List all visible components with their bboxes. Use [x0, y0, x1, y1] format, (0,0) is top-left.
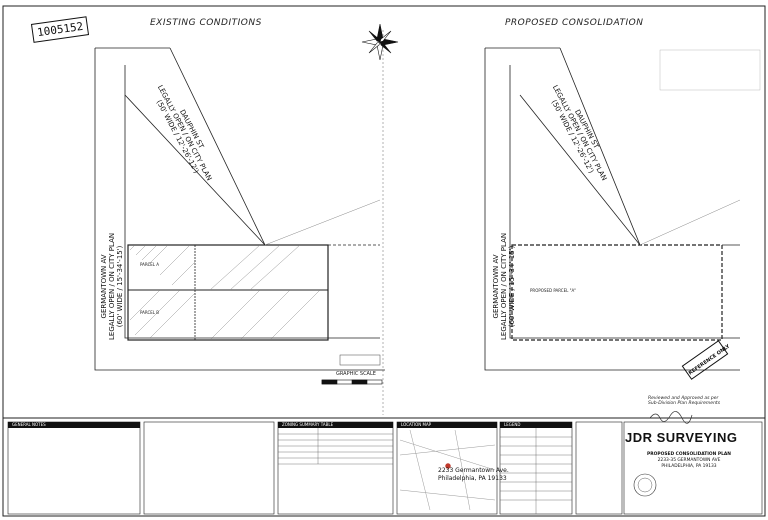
graphic-scale-bar	[321, 379, 383, 385]
location-map-title: LOCATION MAP	[401, 422, 432, 427]
graphic-scale-label: GRAPHIC SCALE	[336, 371, 376, 377]
proposed-consolidation-title: PROPOSED CONSOLIDATION	[505, 18, 644, 28]
germantown-street-label-left: GERMANTOWN AV LEGALLY OPEN / ON CITY PLA…	[100, 232, 124, 340]
zoning-table-title: ZONING SUMMARY TABLE	[282, 422, 334, 427]
approval-note: Reviewed and Approved as per Sub-Divisio…	[648, 396, 721, 406]
proposed-parcel-label: PROPOSED PARCEL "A"	[530, 288, 577, 293]
firm-logo: JDR SURVEYING	[625, 430, 738, 445]
parcel-b-label: PARCEL B	[140, 310, 160, 315]
site-address: 2233 Germantown Ave. Philadelphia, PA 19…	[438, 467, 509, 482]
legend-title: LEGEND	[504, 422, 521, 427]
proposed-plan	[484, 47, 741, 371]
existing-plan	[94, 47, 385, 371]
location-map	[399, 429, 496, 511]
north-arrow	[361, 23, 399, 61]
existing-hatch	[129, 244, 321, 341]
project-title-block: PROPOSED CONSOLIDATION PLAN 2233-35 GERM…	[647, 452, 731, 469]
germantown-street-label-right: GERMANTOWN AV LEGALLY OPEN / ON CITY PLA…	[492, 232, 516, 340]
existing-conditions-title: EXISTING CONDITIONS	[150, 18, 262, 28]
parcel-a-label: PARCEL A	[140, 262, 160, 267]
reference-only-stamp	[681, 340, 729, 380]
general-notes-title: GENERAL NOTES	[12, 422, 46, 427]
